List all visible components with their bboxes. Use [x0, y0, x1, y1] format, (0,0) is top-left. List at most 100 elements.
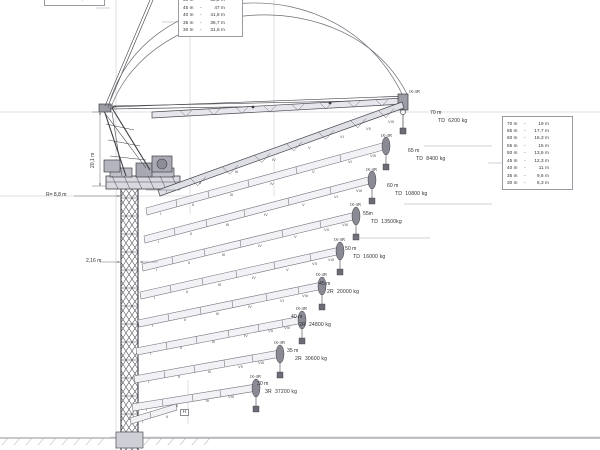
- value-cell: 47 m: [214, 4, 225, 10]
- reeving-label: 2R: [327, 288, 334, 295]
- section-numeral: VIII: [258, 360, 265, 365]
- load-value: 6200 kg: [448, 117, 468, 124]
- mast-width-label: 2,16 m: [86, 258, 102, 264]
- tail-radius-label: R= 8,8 m: [46, 192, 67, 198]
- jib-length-label: 50 m: [345, 246, 357, 252]
- section-numeral: V: [312, 169, 315, 174]
- reeving-label: TD: [371, 218, 379, 225]
- section-numeral: IV: [248, 304, 252, 309]
- value-cell: 19 m: [538, 120, 549, 126]
- reeving-label: TD: [438, 117, 446, 124]
- section-numeral: IV: [244, 333, 248, 338]
- load-label: TD 13500kg: [360, 219, 402, 227]
- radius-cell: 50 m: [507, 150, 518, 156]
- section-numeral: IV: [264, 212, 268, 217]
- radius-cell: 60 m: [507, 135, 518, 141]
- section-numeral: VIII: [284, 325, 291, 330]
- section-numeral: III: [235, 169, 239, 174]
- table-row: 40 m-11 m: [507, 164, 569, 171]
- separator: -: [524, 150, 526, 156]
- load-label: TD 16000 kg: [342, 254, 385, 262]
- load-label: TD 8400 kg: [405, 156, 445, 164]
- section-numeral: VII: [324, 227, 329, 232]
- section-numeral: V: [308, 145, 311, 150]
- table-row: 50 m-13,6 m: [507, 149, 569, 156]
- radius-cell: 35 m: [183, 19, 194, 25]
- load-value: 30600 kg: [304, 355, 328, 362]
- load-value: 37200 kg: [274, 388, 298, 395]
- separator: -: [524, 120, 526, 126]
- jib-length-label: 35 m: [287, 348, 299, 354]
- value-cell: 52,2 m: [203, 0, 225, 4]
- section-numeral: IV: [258, 243, 262, 248]
- section-numeral: VIII: [356, 188, 363, 193]
- value-cell: 3,8 m: [69, 0, 91, 2]
- section-numeral: VIII: [388, 119, 395, 124]
- callout-40m: 40 m 2R 24800 kg: [288, 314, 331, 329]
- section-numeral: II: [184, 317, 187, 322]
- radius-cell: 30 m: [49, 0, 65, 2]
- value-cell: 41,8 m: [210, 12, 225, 18]
- section-numeral: III: [206, 398, 210, 403]
- load-label: 3R 37200 kg: [254, 389, 297, 397]
- section-numeral: II: [199, 180, 202, 185]
- section-numeral: II: [180, 345, 183, 350]
- jib-70m: [151, 93, 409, 135]
- load-label: 2R 30600 kg: [284, 356, 327, 364]
- jib-length-label: 60 m: [387, 183, 399, 189]
- separator: -: [524, 127, 526, 133]
- luffing-jib-upper: [157, 101, 405, 197]
- separator: -: [524, 180, 526, 185]
- table-row: 65 m- 17,7 m: [507, 127, 569, 134]
- separator: -: [524, 172, 526, 178]
- load-value: 10800 kg: [405, 190, 428, 197]
- reeving-label: 2R: [299, 321, 306, 328]
- tip-label-70m: IX-4R: [409, 89, 420, 94]
- radius-cell: 45 m: [183, 4, 194, 10]
- section-numeral: III: [226, 222, 230, 227]
- section-numeral: III: [208, 369, 212, 374]
- table-row: 30 m-8,3 m: [507, 179, 569, 186]
- jib-length-label: 40 m: [291, 314, 303, 320]
- value-cell: 12,3 m: [534, 157, 549, 163]
- tip-label-30m: IX-4R: [250, 374, 261, 379]
- callout-30m: 30 m 3R 37200 kg: [254, 381, 297, 396]
- section-numeral: II: [176, 403, 179, 408]
- section-numeral: II: [178, 374, 181, 379]
- separator: -: [200, 19, 202, 25]
- section-numeral: II: [186, 289, 189, 294]
- section-numeral: I: [158, 239, 160, 244]
- load-value: 13500kg: [381, 218, 402, 225]
- section-numeral: I: [142, 419, 144, 424]
- table-row: 45 m-47 m: [183, 4, 239, 11]
- tip-label-55m: IX-4R: [350, 202, 361, 207]
- section-numeral: III: [212, 339, 216, 344]
- callout-60m: 60 m TD 10800 kg: [384, 183, 427, 198]
- table-row: 50 m-52,2 m: [183, 0, 239, 4]
- table-row: 45 m-12,3 m: [507, 157, 569, 164]
- separator: -: [524, 135, 526, 141]
- table-row: 30 m-3,8 m: [49, 0, 101, 2]
- section-numeral: IV: [252, 275, 256, 280]
- value-cell: 16,3 m: [534, 135, 549, 141]
- reeving-label: TD: [353, 253, 361, 260]
- tip-label-45m: IX-4R: [316, 272, 327, 277]
- tip-label-40m: IX-4R: [296, 306, 307, 311]
- jib-length-label: 55m: [363, 211, 373, 217]
- table-row: 30 m-31,5 m: [183, 26, 239, 33]
- section-numeral: III: [218, 282, 222, 287]
- section-numeral: III: [222, 252, 226, 257]
- tip-label-50m: IX-4R: [334, 237, 345, 242]
- table-row: 35 m-9,6 m: [507, 172, 569, 179]
- separator: -: [524, 165, 526, 171]
- table-row: 40 m-41,8 m: [183, 11, 239, 18]
- value-cell: 17,7 m: [534, 127, 549, 133]
- radius-cell: 65 m: [507, 127, 518, 133]
- section-numeral: VII: [312, 261, 317, 266]
- hook-blocks: [251, 136, 391, 413]
- reeving-label: 2R: [295, 355, 302, 362]
- section-numeral: I: [146, 407, 148, 412]
- callout-45m: 45 m 2R 20000 kg: [316, 281, 359, 296]
- radius-cell: 40 m: [183, 12, 194, 18]
